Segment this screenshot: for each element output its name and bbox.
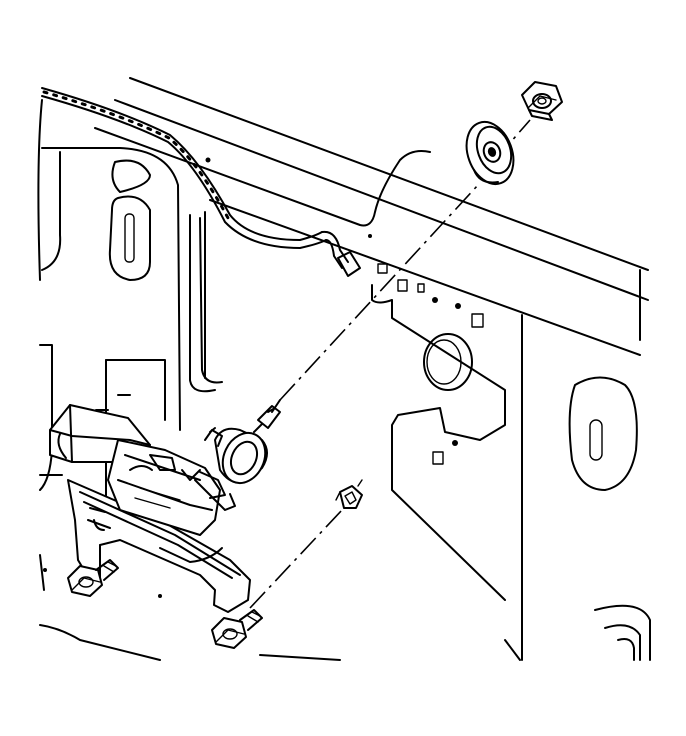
assembly-centerline [249,119,531,609]
mounting-grommet [465,121,515,185]
bracket-bolt-upper [67,559,119,597]
access-hole [423,333,473,391]
mounting-nut [521,81,563,121]
motor-bracket [67,479,251,613]
antenna-motor-assembly [49,399,281,536]
panel-holes [43,157,484,598]
retaining-clip [335,479,363,509]
inner-body-panel [37,77,651,661]
bracket-bolt-lower [211,609,263,649]
wiring-harness [41,87,361,277]
